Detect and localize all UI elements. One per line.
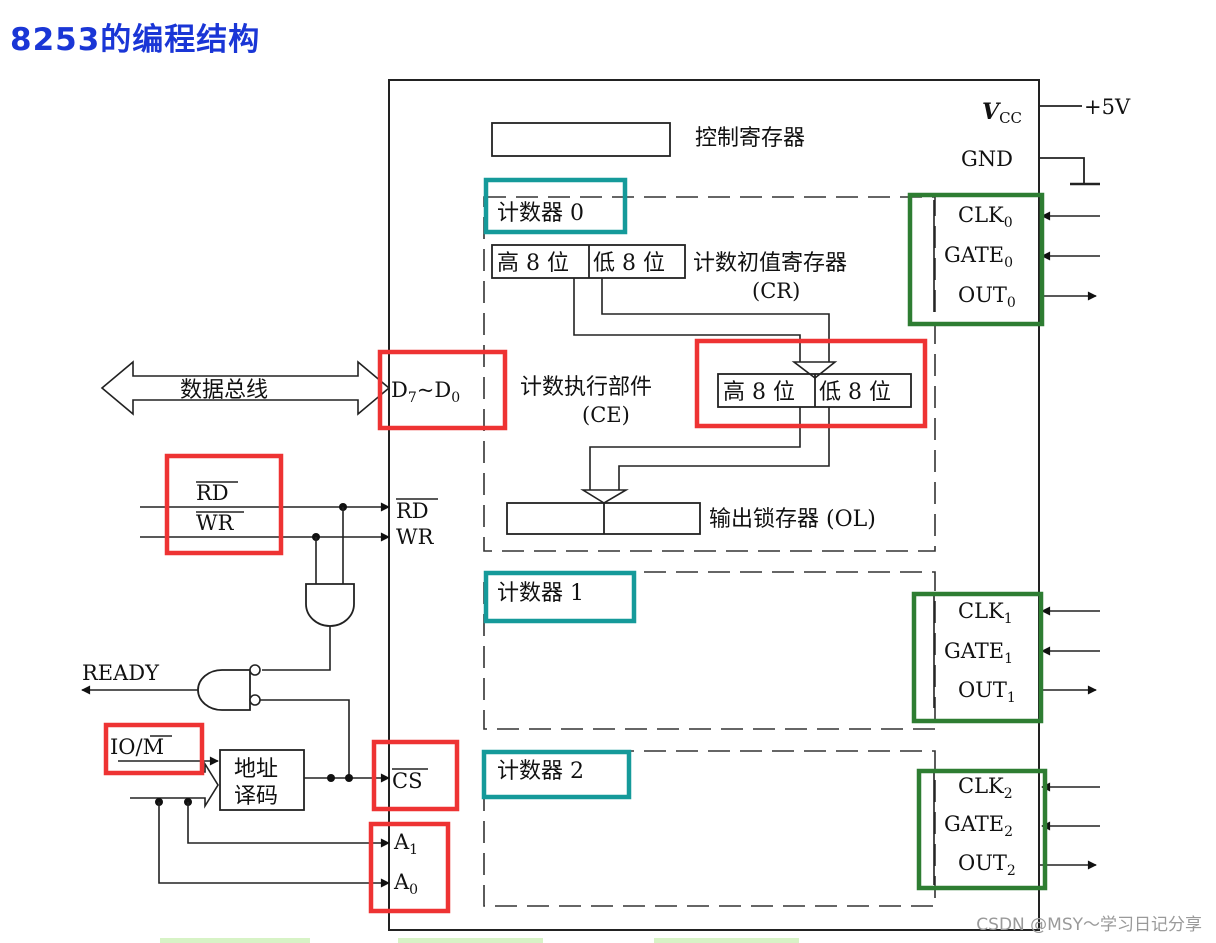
ce-high-byte: 高 8 位 (723, 380, 795, 405)
ce-label: 计数执行部件 (520, 375, 652, 400)
cr-high-byte: 高 8 位 (497, 251, 569, 276)
highlight-ce-register (694, 338, 928, 429)
ce-to-ol-arrow (580, 489, 629, 504)
data-bus-arrow (100, 360, 391, 416)
address-decoder (219, 749, 305, 811)
gate2-label: GATE2 (944, 812, 1013, 840)
vcc-value: +5V (1084, 95, 1131, 119)
counter1-title: 计数器 1 (497, 581, 584, 606)
page-title: 8253的编程结构 (10, 22, 261, 58)
and-gate (305, 583, 355, 627)
chip-wr-label: WR (396, 525, 435, 549)
counter2-region (483, 750, 936, 907)
ce-low-byte: 低 8 位 (819, 380, 891, 405)
highlight-counter0-title (483, 177, 628, 235)
cr-high-to-ce-wire (573, 278, 801, 362)
chip-rd-label: RD (396, 499, 429, 523)
decoder-line1: 地址 (234, 757, 278, 782)
gate1-label: GATE1 (944, 639, 1013, 667)
clk0-label: CLK0 (958, 203, 1013, 231)
highlight-a1-a0 (368, 821, 451, 914)
control-register-box (491, 122, 671, 157)
ce-abbr: (CE) (582, 403, 630, 427)
clk1-label: CLK1 (958, 599, 1013, 627)
highlight-iom (103, 722, 205, 776)
ce-low-to-ol-wire (618, 407, 830, 490)
decorative-bar (160, 938, 310, 943)
ext-wr-label: WR (196, 511, 235, 535)
highlight-rd-wr (164, 453, 284, 556)
gate0-label: GATE0 (944, 243, 1013, 271)
ext-rd-label: RD (196, 481, 229, 505)
cr-abbr: (CR) (752, 279, 800, 303)
a1-line (187, 802, 390, 848)
cr-low-byte: 低 8 位 (593, 251, 665, 276)
decorative-bar (654, 938, 799, 943)
control-register-label: 控制寄存器 (695, 126, 805, 151)
a0-label: A0 (393, 870, 418, 898)
highlight-counter0-pins (907, 192, 1045, 327)
highlight-data-pins (377, 349, 508, 431)
address-bus-arrow (130, 761, 219, 809)
gnd-label: GND (961, 147, 1013, 171)
counter2-title: 计数器 2 (497, 759, 584, 784)
clk2-label: CLK2 (958, 774, 1013, 802)
cs-label: CS (392, 769, 422, 793)
highlight-counter1-pins (911, 591, 1044, 724)
counter1-region (483, 571, 936, 730)
cr-to-ce-arrow (791, 361, 838, 380)
cr-low-to-ce-wire (601, 278, 830, 362)
a1-label: A1 (393, 830, 418, 858)
iom-label: IO/M (110, 735, 164, 759)
watermark: CSDN @MSY～学习日记分享 (976, 915, 1202, 935)
out2-label: OUT2 (958, 851, 1016, 879)
counter0-pins: CLK0 GATE0 OUT0 (933, 200, 1100, 312)
highlight-counter1-title (483, 570, 637, 624)
data-pin-label: D7~D0 (391, 378, 460, 406)
data-bus-label: 数据总线 (180, 378, 268, 403)
highlight-cs (371, 739, 460, 812)
counter0-title: 计数器 0 (497, 201, 584, 226)
decorative-bar (398, 938, 543, 943)
ready-label: READY (82, 661, 160, 685)
counter1-pins: CLK1 GATE1 OUT1 (933, 596, 1100, 708)
highlight-counter2-title (481, 749, 632, 800)
ol-label: 输出锁存器 (OL) (709, 507, 876, 532)
out1-label: OUT1 (958, 678, 1016, 706)
counter0-region (483, 196, 936, 552)
gnd-line (1039, 157, 1085, 184)
a0-line (158, 802, 390, 888)
counter2-pins: CLK2 GATE2 OUT2 (933, 773, 1100, 885)
out0-label: OUT0 (958, 283, 1016, 311)
vcc-label: VCC (982, 99, 1022, 127)
highlight-counter2-pins (916, 768, 1048, 891)
decoder-line2: 译码 (234, 784, 278, 809)
cr-label: 计数初值寄存器 (693, 251, 847, 276)
nand-gate (197, 669, 251, 711)
